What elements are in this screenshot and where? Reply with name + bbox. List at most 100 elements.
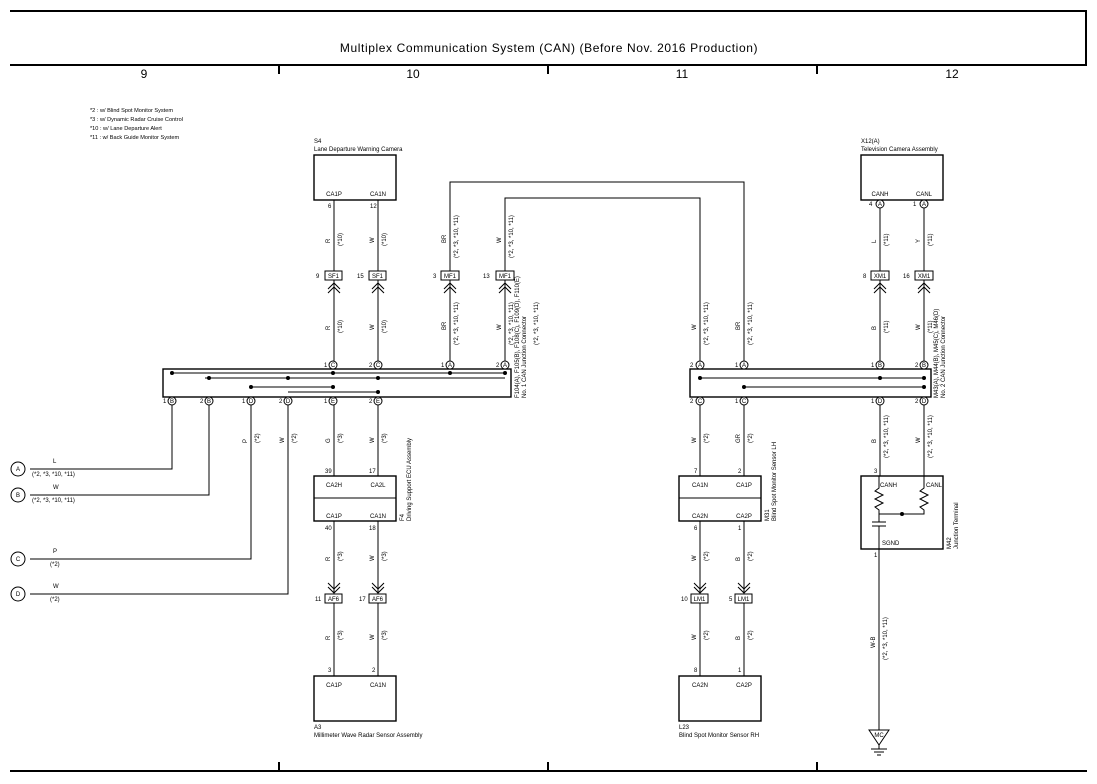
svg-text:C: C xyxy=(376,363,381,369)
svg-text:2: 2 xyxy=(372,668,376,674)
svg-text:15: 15 xyxy=(357,274,364,280)
svg-text:(*10): (*10) xyxy=(338,320,344,333)
svg-text:2: 2 xyxy=(915,399,919,405)
svg-text:W: W xyxy=(916,324,922,330)
svg-text:W: W xyxy=(692,555,698,561)
svg-text:L23: L23 xyxy=(679,725,690,731)
svg-text:CA1N: CA1N xyxy=(370,683,386,689)
svg-text:2: 2 xyxy=(369,363,373,369)
svg-text:2: 2 xyxy=(279,399,283,405)
svg-text:CA1P: CA1P xyxy=(736,483,752,489)
svg-text:L: L xyxy=(872,239,878,243)
svg-text:B: B xyxy=(872,326,878,330)
svg-text:W: W xyxy=(53,584,59,590)
x12-television-camera: X12(A) Television Camera Assembly CANH C… xyxy=(860,139,944,201)
svg-text:BR: BR xyxy=(442,321,448,330)
svg-text:2: 2 xyxy=(496,363,500,369)
svg-text:MC: MC xyxy=(874,733,884,739)
svg-text:CA1N: CA1N xyxy=(370,192,386,198)
lower-wires xyxy=(30,397,925,730)
svg-text:CA2L: CA2L xyxy=(370,483,386,489)
svg-text:3: 3 xyxy=(433,274,437,280)
svg-text:Millimeter Wave Radar Sensor A: Millimeter Wave Radar Sensor Assembly xyxy=(314,733,422,739)
svg-text:GR: GR xyxy=(736,433,742,443)
note: *3 : w/ Dynamic Radar Cruise Control xyxy=(90,117,183,123)
svg-text:B: B xyxy=(872,439,878,443)
svg-text:A: A xyxy=(878,202,882,208)
svg-text:CA2H: CA2H xyxy=(326,483,342,489)
svg-text:F4: F4 xyxy=(400,513,406,521)
svg-text:1: 1 xyxy=(738,668,742,674)
svg-text:17: 17 xyxy=(359,597,366,603)
svg-text:R: R xyxy=(326,556,332,561)
svg-text:1: 1 xyxy=(324,399,328,405)
svg-text:2: 2 xyxy=(690,399,694,405)
svg-text:(*2): (*2) xyxy=(704,433,710,443)
svg-text:Junction Terminal: Junction Terminal xyxy=(954,502,960,549)
svg-text:No. 1 CAN Junction Connector: No. 1 CAN Junction Connector xyxy=(522,316,528,398)
svg-text:1: 1 xyxy=(738,526,742,532)
svg-text:2: 2 xyxy=(369,399,373,405)
svg-text:B: B xyxy=(736,636,742,640)
svg-text:1: 1 xyxy=(874,553,878,559)
svg-text:1: 1 xyxy=(913,202,917,208)
svg-text:(*2, *3, *10, *11): (*2, *3, *10, *11) xyxy=(32,498,75,504)
svg-text:16: 16 xyxy=(903,274,910,280)
svg-text:C: C xyxy=(331,363,336,369)
svg-text:W: W xyxy=(370,555,376,561)
svg-text:40: 40 xyxy=(325,526,332,532)
svg-text:B: B xyxy=(16,493,20,499)
svg-text:11: 11 xyxy=(315,597,322,603)
svg-text:SF1: SF1 xyxy=(372,274,384,280)
external-ref-d: D W (*2) xyxy=(10,584,60,603)
note: *11 : w/ Back Guide Monitor System xyxy=(90,135,179,141)
svg-text:2: 2 xyxy=(915,363,919,369)
svg-text:1: 1 xyxy=(871,363,875,369)
svg-text:W: W xyxy=(370,324,376,330)
svg-text:1: 1 xyxy=(242,399,246,405)
diagram-title: Multiplex Communication System (CAN) (Be… xyxy=(340,41,758,55)
svg-text:A3: A3 xyxy=(314,725,322,731)
svg-text:W: W xyxy=(692,437,698,443)
svg-text:C: C xyxy=(16,557,21,563)
svg-text:CANH: CANH xyxy=(880,483,897,489)
svg-text:W: W xyxy=(280,437,286,443)
svg-text:B: B xyxy=(170,399,174,405)
svg-text:(*11): (*11) xyxy=(884,233,890,246)
svg-text:P: P xyxy=(53,549,57,555)
svg-text:W: W xyxy=(497,237,503,243)
svg-text:6: 6 xyxy=(328,204,332,210)
svg-text:1: 1 xyxy=(735,363,739,369)
external-ref-b: B W (*2, *3, *10, *11) xyxy=(10,485,75,504)
svg-text:CANL: CANL xyxy=(916,192,933,198)
svg-text:(*2): (*2) xyxy=(748,630,754,640)
svg-text:M43(A), M44(B), M45(C), M46(D): M43(A), M44(B), M45(C), M46(D) xyxy=(934,309,940,398)
column-number: 9 xyxy=(141,67,148,81)
svg-text:(*2, *3, *10, *11): (*2, *3, *10, *11) xyxy=(509,302,515,345)
svg-text:12: 12 xyxy=(370,204,377,210)
svg-text:7: 7 xyxy=(694,469,698,475)
svg-text:R: R xyxy=(326,635,332,640)
svg-text:E: E xyxy=(376,399,380,405)
svg-text:2: 2 xyxy=(200,399,204,405)
svg-text:CA2N: CA2N xyxy=(692,683,708,689)
svg-text:D: D xyxy=(878,399,883,405)
svg-text:CA2P: CA2P xyxy=(736,683,752,689)
svg-text:D: D xyxy=(922,399,927,405)
svg-text:6: 6 xyxy=(694,526,698,532)
svg-text:(*2): (*2) xyxy=(292,433,298,443)
svg-text:B: B xyxy=(736,557,742,561)
wire-labels: R (*10) W (*10) R (*10) W (*10) BR (*2, … xyxy=(243,215,934,660)
svg-text:W: W xyxy=(497,324,503,330)
m42-junction-terminal: CANH CANL SGND M42 Junction Terminal xyxy=(860,475,960,550)
column-number: 10 xyxy=(406,67,420,81)
f4-driving-support-ecu: CA2H CA2L CA1P CA1N F4 Driving Support E… xyxy=(313,438,413,522)
svg-text:A: A xyxy=(922,202,926,208)
svg-text:XM1: XM1 xyxy=(918,274,931,280)
a3-radar-sensor: CA1P CA1N A3 Millimeter Wave Radar Senso… xyxy=(313,675,422,739)
column-ticks xyxy=(278,65,818,771)
svg-text:1: 1 xyxy=(735,399,739,405)
svg-text:(*2, *3, *10, *11): (*2, *3, *10, *11) xyxy=(704,302,710,345)
inline-connectors: SF1 9 SF1 15 MF1 3 MF1 13 XM1 8 XM1 16 A… xyxy=(315,270,934,604)
svg-text:(*11): (*11) xyxy=(884,320,890,333)
